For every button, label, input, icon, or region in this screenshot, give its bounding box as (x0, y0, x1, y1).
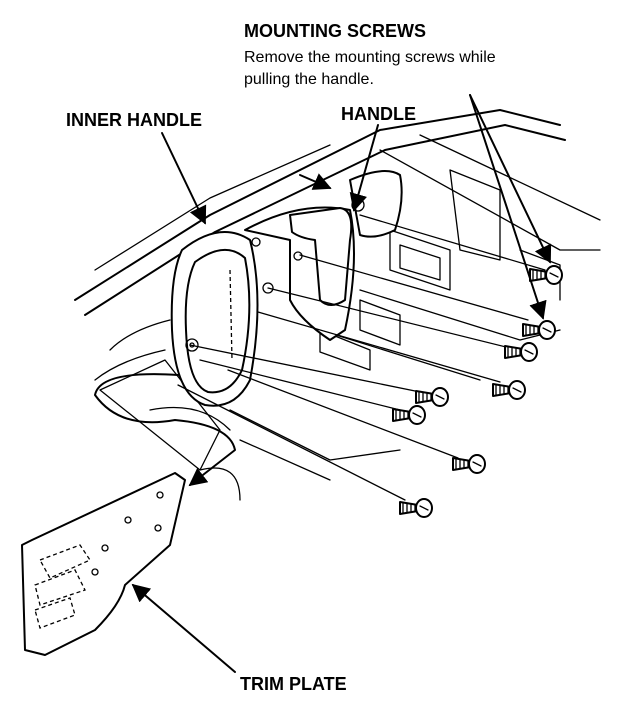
pull-handle (244, 170, 403, 341)
trim-plate-label: TRIM PLATE (240, 674, 347, 694)
screw-icon (415, 387, 449, 407)
door-panel (74, 109, 601, 501)
inner-handle-label: INNER HANDLE (66, 110, 202, 130)
trim-plate (21, 472, 186, 656)
arrow-icon (94, 94, 552, 673)
mounting-screws-callout: MOUNTING SCREWS Remove the mounting scre… (244, 21, 496, 88)
screw-axis-lines (177, 214, 546, 501)
screw-icon (392, 405, 426, 425)
mounting-screws-title: MOUNTING SCREWS (244, 21, 426, 41)
handle-label: HANDLE (341, 104, 416, 124)
screw-icon (522, 320, 556, 340)
mounting-screws-note-line1: Remove the mounting screws while (244, 49, 496, 66)
screw-icon (399, 498, 433, 518)
screw-icon (492, 380, 526, 400)
screw-icon (504, 342, 538, 362)
inner-handle-bezel (170, 231, 259, 407)
screw-icon (529, 265, 563, 285)
mounting-screws-note-line2: pulling the handle. (244, 71, 374, 88)
screw-icon (452, 454, 486, 474)
